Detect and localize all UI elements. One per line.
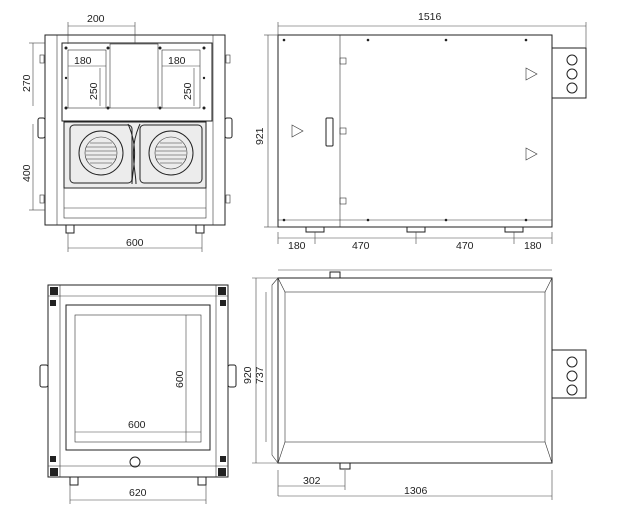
airflow-arrow-top-icon <box>525 67 538 81</box>
fan-left-icon <box>78 130 124 176</box>
airflow-arrow-left-icon <box>291 124 304 138</box>
dim-rear-base-width: 620 <box>129 487 147 499</box>
side-connector-box <box>551 47 587 99</box>
dim-side-height: 921 <box>254 127 266 145</box>
airflow-arrow-bottom-icon <box>525 147 538 161</box>
center-top-opening <box>109 43 159 109</box>
left-top-opening <box>67 49 107 109</box>
dim-top-inner-width: 737 <box>254 366 266 384</box>
fan-right-icon <box>148 130 194 176</box>
dim-front-opening-right-width: 180 <box>168 55 186 67</box>
dim-rear-opening-width: 600 <box>128 419 146 431</box>
rear-opening <box>74 314 202 443</box>
side-view: 1516 921 180 470 470 180 <box>254 11 587 252</box>
dim-front-fan-height: 400 <box>21 164 33 182</box>
dim-front-base-width: 600 <box>126 237 144 249</box>
right-top-opening <box>161 49 201 109</box>
top-view: 920 737 302 1306 <box>242 269 587 500</box>
dim-front-opening-left-height: 250 <box>88 82 100 100</box>
dim-front-opening-right-height: 250 <box>182 82 194 100</box>
dim-front-top-height: 270 <box>21 74 33 92</box>
drain-hole <box>129 456 141 468</box>
dim-side-seg-2: 470 <box>352 240 370 252</box>
dim-front-opening-left-width: 180 <box>74 55 92 67</box>
dim-side-seg-1: 180 <box>288 240 306 252</box>
dim-top-outer-width: 920 <box>242 366 254 384</box>
dim-top-length: 1306 <box>404 485 428 497</box>
top-connector-box <box>551 349 587 399</box>
rear-view: 600 600 620 <box>39 284 237 504</box>
dim-side-seg-4: 180 <box>524 240 542 252</box>
front-view: 200 270 180 180 250 250 400 600 <box>21 13 233 252</box>
dim-front-top-width: 200 <box>87 13 105 25</box>
dim-side-total-length: 1516 <box>418 11 442 23</box>
dim-top-offset: 302 <box>303 475 321 487</box>
dim-rear-opening-height: 600 <box>174 370 186 388</box>
dim-side-seg-3: 470 <box>456 240 474 252</box>
